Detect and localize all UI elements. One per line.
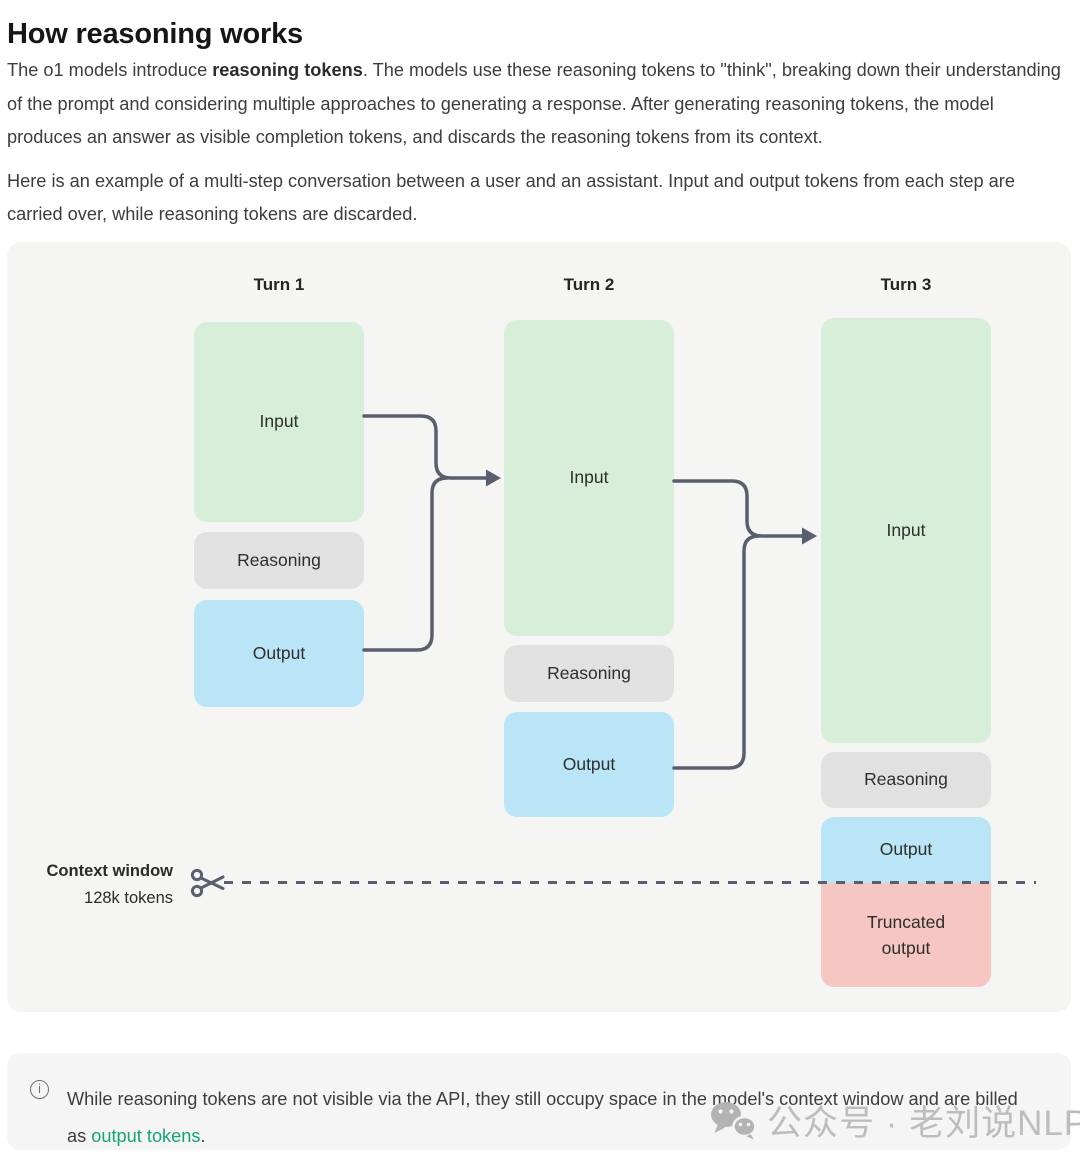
turn-connector-arrows xyxy=(362,413,817,770)
note-text-before: While reasoning tokens are not visible v… xyxy=(67,1088,1018,1146)
watermark: 公众号 · 老刘说NLP xyxy=(709,1095,1080,1146)
turn-1-reasoning-label: Reasoning xyxy=(237,549,321,570)
wechat-icon xyxy=(711,1102,757,1140)
intro-paragraph-2: Here is an example of a multi-step conve… xyxy=(7,170,1015,225)
note-text: While reasoning tokens are not visible v… xyxy=(67,1081,1019,1155)
intro-p1-text-before: The o1 models introduce xyxy=(7,60,213,80)
turn-3-input-label: Input xyxy=(886,519,926,540)
reasoning-tokens-bold: reasoning tokens xyxy=(212,60,363,80)
turn-2-output-label: Output xyxy=(562,753,616,774)
turn-1-label: Turn 1 xyxy=(253,274,305,294)
intro-paragraph-1: The o1 models introduce reasoning tokens… xyxy=(7,54,1065,155)
arrow1-upper-branch xyxy=(362,413,488,480)
turn-3-input-box: Input xyxy=(821,317,991,743)
turn-2-reasoning-box: Reasoning xyxy=(504,644,674,702)
turn-3-truncated-output-box: Truncated output xyxy=(821,882,991,987)
diagram-panel: Turn 1 Turn 2 Turn 3 Input Reasoning Out… xyxy=(7,241,1071,1012)
turn-3-reasoning-box: Reasoning xyxy=(821,751,991,808)
turn-2-input-label: Input xyxy=(569,467,609,487)
arrow1-head xyxy=(486,469,501,486)
turn-1-reasoning-box: Reasoning xyxy=(194,531,364,589)
turn-3-output-box: Output xyxy=(821,816,991,883)
info-note: i While reasoning tokens are not visible… xyxy=(7,1052,1080,1150)
arrow-turn1-to-turn2 xyxy=(362,413,501,652)
turn-2-output-box: Output xyxy=(504,711,674,817)
arrow2-lower-branch xyxy=(672,533,761,770)
context-window-title: Context window xyxy=(46,861,174,880)
turn-3-truncated-output-label: Truncated output xyxy=(866,911,946,958)
arrow-turn2-to-turn3 xyxy=(672,478,817,770)
info-icon: i xyxy=(30,1079,49,1099)
context-window-size: 128k tokens xyxy=(84,888,173,907)
scissors-icon xyxy=(190,868,225,897)
watermark-text: 公众号 · 老刘说NLP xyxy=(767,1103,1080,1143)
turn-1-output-box: Output xyxy=(194,599,364,707)
page-title: How reasoning works xyxy=(7,18,303,50)
turn-3-reasoning-label: Reasoning xyxy=(864,769,948,789)
turn-1-input-label: Input xyxy=(259,411,299,431)
turn-1-input-box: Input xyxy=(194,321,364,522)
turn-2-input-box: Input xyxy=(504,319,674,636)
arrow1-lower-branch xyxy=(362,475,449,652)
turn-3-output-label: Output xyxy=(879,839,933,859)
context-window-label: Context window 128k tokens xyxy=(7,858,174,912)
turn-2-label: Turn 2 xyxy=(563,274,615,294)
intro-p1-text-after: . The models use these reasoning tokens … xyxy=(7,60,1061,147)
context-window-cut-line xyxy=(224,880,1036,885)
note-text-after: . xyxy=(200,1125,206,1146)
arrow2-upper-branch xyxy=(672,478,804,538)
output-tokens-link[interactable]: output tokens xyxy=(91,1125,201,1146)
turn-2-reasoning-label: Reasoning xyxy=(547,662,631,683)
turn-1-output-label: Output xyxy=(252,642,306,663)
turn-3-label: Turn 3 xyxy=(880,274,932,294)
arrow2-head xyxy=(802,527,817,544)
